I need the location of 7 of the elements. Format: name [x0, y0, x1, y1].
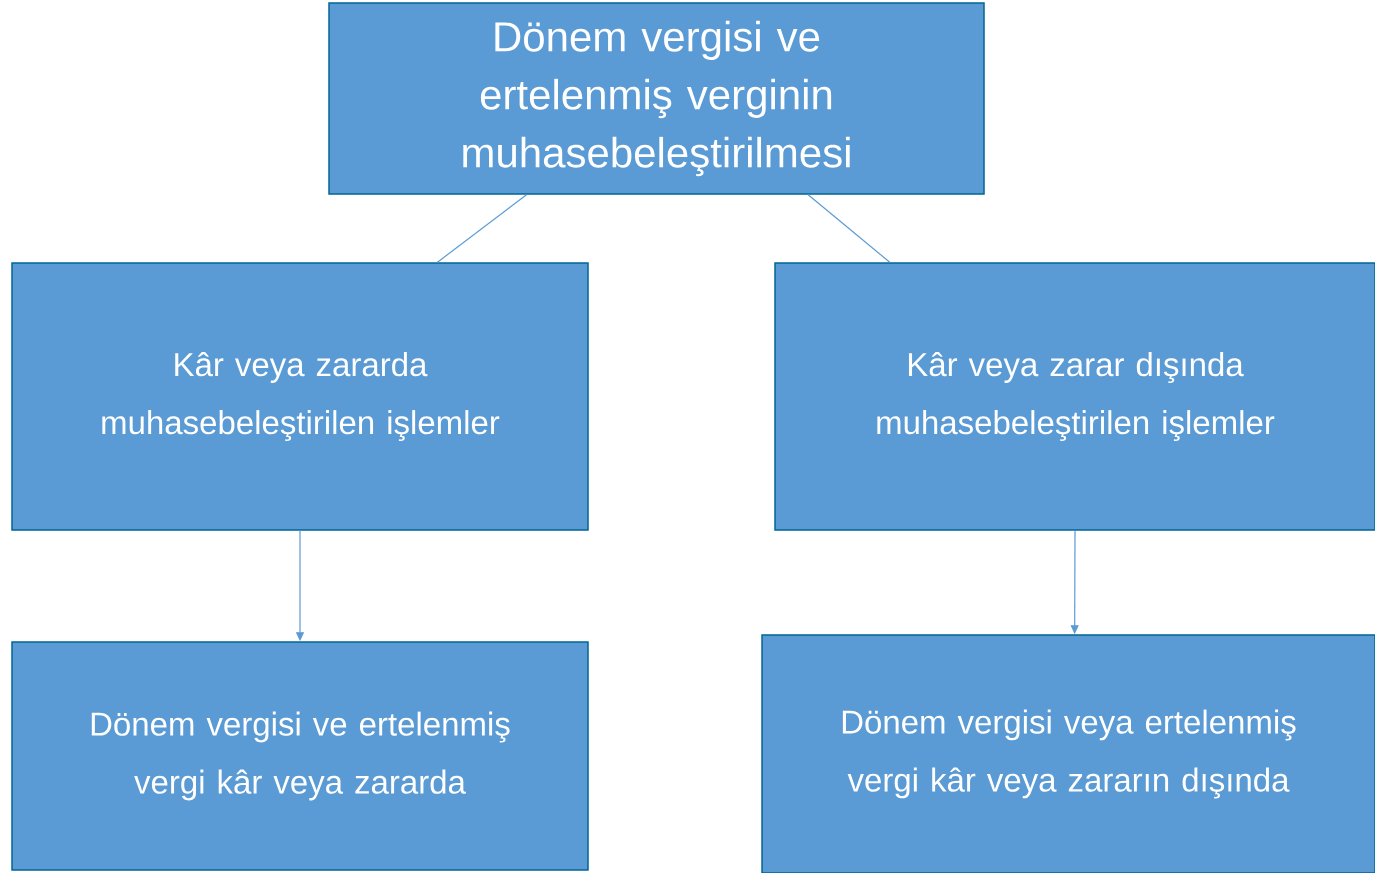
process-box: Dönem vergisi veya ertelenmiş vergi kâr veya zararın dışında	[761, 634, 1375, 873]
process-box: Dönem vergisi ve ertelenmiş vergi kâr veya zararda	[11, 641, 589, 871]
process-box: Dönem vergisi ve ertelenmiş verginin muhasebeleştirilmesi	[328, 2, 985, 195]
process-box: Kâr veya zararda muhasebeleştirilen işlemler	[11, 262, 589, 531]
process-box: Kâr veya zarar dışında muhasebeleştirilen işlemler	[774, 262, 1375, 531]
connector-line	[807, 194, 891, 263]
connector-line	[436, 194, 528, 263]
